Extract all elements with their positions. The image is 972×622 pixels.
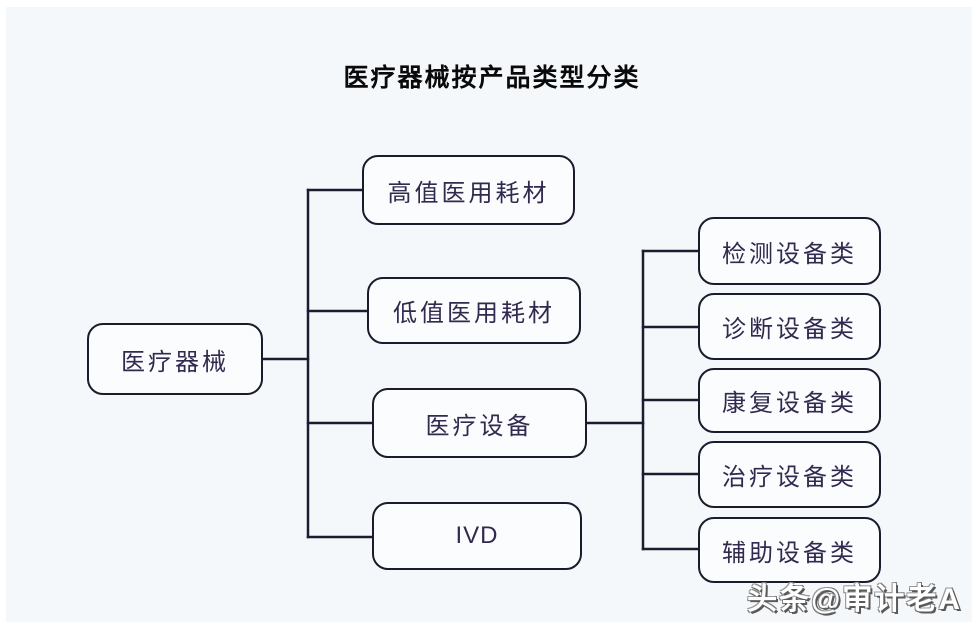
screenshot-edge-left: [0, 0, 6, 622]
node-low-value-consumables: 低值医用耗材: [367, 277, 581, 344]
node-high-value-consumables: 高值医用耗材: [362, 155, 575, 225]
diagram-title: 医疗器械按产品类型分类: [343, 64, 641, 92]
node-rehab-equipment: 康复设备类: [698, 368, 881, 433]
node-medical-equipment: 医疗设备: [372, 388, 587, 458]
node-ivd: IVD: [372, 502, 582, 570]
toutiao-watermark: 头条@审计老A: [747, 583, 962, 616]
node-testing-equipment: 检测设备类: [698, 217, 881, 285]
node-treatment-equipment: 治疗设备类: [698, 441, 881, 508]
node-medical-devices: 医疗器械: [87, 323, 263, 395]
node-diagnostic-equipment: 诊断设备类: [698, 293, 881, 360]
node-auxiliary-equipment: 辅助设备类: [698, 517, 881, 583]
screenshot-edge-top: [0, 0, 972, 7]
